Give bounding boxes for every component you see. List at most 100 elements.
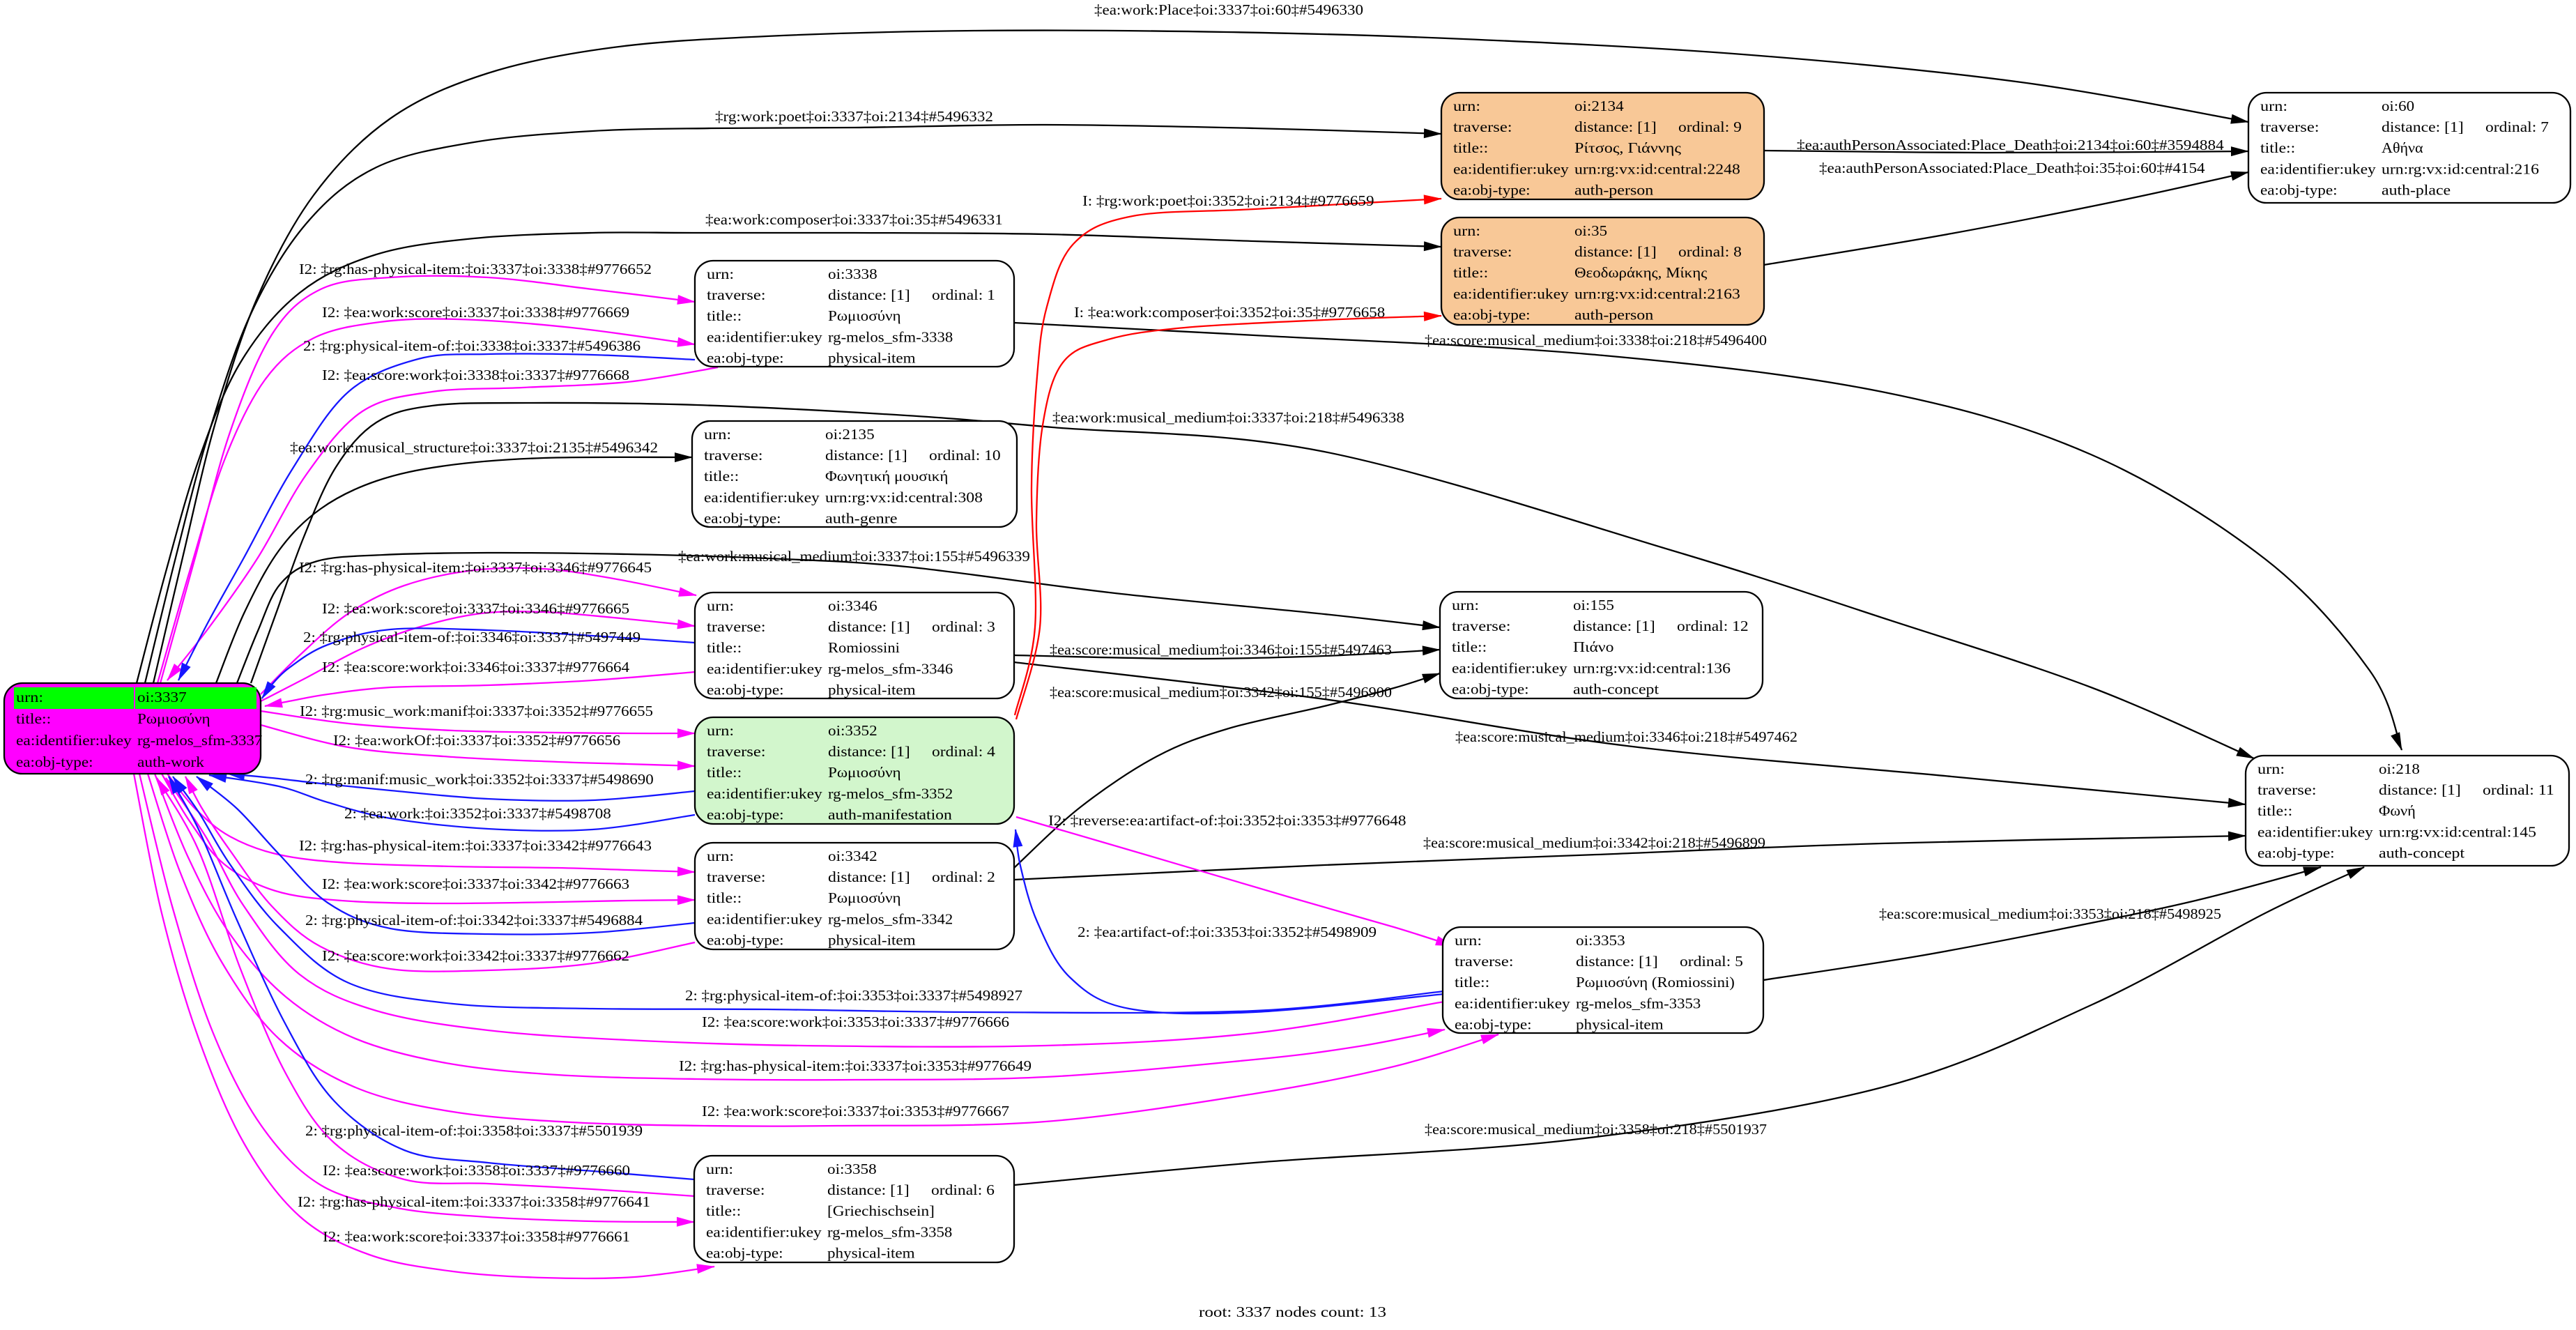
svg-text:title::: title:: <box>707 889 742 906</box>
svg-text:ordinal: 12: ordinal: 12 <box>1677 618 1749 634</box>
svg-text:urn:rg:vx:id:central:216: urn:rg:vx:id:central:216 <box>2382 160 2539 177</box>
svg-text:oi:3338: oi:3338 <box>828 266 877 282</box>
svg-text:distance: [1]: distance: [1] <box>1573 618 1655 634</box>
svg-text:urn:: urn: <box>706 1161 733 1177</box>
svg-text:distance: [1]: distance: [1] <box>825 447 907 464</box>
svg-text:title::: title:: <box>2257 802 2292 819</box>
svg-text:ea:obj-type:: ea:obj-type: <box>704 510 781 526</box>
svg-text:auth-concept: auth-concept <box>1573 680 1659 697</box>
svg-text:physical-item: physical-item <box>1576 1016 1664 1032</box>
svg-text:‡ea:work:musical_medium‡oi:333: ‡ea:work:musical_medium‡oi:3337‡oi:218‡#… <box>1052 409 1404 426</box>
svg-text:urn:rg:vx:id:central:308: urn:rg:vx:id:central:308 <box>825 489 983 505</box>
svg-text:distance: [1]: distance: [1] <box>828 743 910 760</box>
svg-text:traverse:: traverse: <box>707 869 766 885</box>
svg-text:I: ‡rg:work:poet‡oi:3352‡oi:21: I: ‡rg:work:poet‡oi:3352‡oi:2134‡#977665… <box>1082 192 1374 209</box>
svg-text:urn:: urn: <box>2260 98 2287 114</box>
svg-text:I2: ‡rg:has-physical-item:‡oi:: I2: ‡rg:has-physical-item:‡oi:3337‡oi:33… <box>299 559 652 576</box>
svg-text:ea:obj-type:: ea:obj-type: <box>2260 181 2338 198</box>
svg-text:Πιάνο: Πιάνο <box>1573 639 1614 655</box>
svg-text:Θεοδωράκης, Μίκης: Θεοδωράκης, Μίκης <box>1574 264 1708 281</box>
svg-text:ea:obj-type:: ea:obj-type: <box>706 1244 783 1261</box>
svg-text:2: ‡rg:physical-item-of:‡oi:33: 2: ‡rg:physical-item-of:‡oi:3358‡oi:3337… <box>305 1122 643 1139</box>
svg-text:rg-melos_sfm-3353: rg-melos_sfm-3353 <box>1576 995 1701 1011</box>
svg-text:ordinal: 11: ordinal: 11 <box>2483 781 2554 798</box>
svg-text:title::: title:: <box>2260 139 2295 156</box>
svg-text:ea:obj-type:: ea:obj-type: <box>707 681 784 698</box>
svg-text:ordinal: 3: ordinal: 3 <box>932 618 995 635</box>
svg-text:2: ‡rg:physical-item-of:‡oi:33: 2: ‡rg:physical-item-of:‡oi:3338‡oi:3337… <box>303 337 641 354</box>
svg-text:ea:identifier:ukey: ea:identifier:ukey <box>706 1223 822 1240</box>
svg-text:traverse:: traverse: <box>1455 953 1514 970</box>
svg-text:I2: ‡ea:work:score‡oi:3337‡oi:: I2: ‡ea:work:score‡oi:3337‡oi:3342‡#9776… <box>322 876 629 892</box>
svg-text:I2: ‡ea:work:score‡oi:3337‡oi:: I2: ‡ea:work:score‡oi:3337‡oi:3353‡#9776… <box>702 1103 1009 1119</box>
svg-text:traverse:: traverse: <box>1453 243 1512 260</box>
svg-text:title::: title:: <box>707 639 742 656</box>
svg-text:urn:rg:vx:id:central:2248: urn:rg:vx:id:central:2248 <box>1574 160 1740 177</box>
svg-text:ea:identifier:ukey: ea:identifier:ukey <box>707 328 822 345</box>
svg-text:physical-item: physical-item <box>828 349 916 366</box>
svg-text:traverse:: traverse: <box>706 1182 765 1198</box>
svg-text:ea:obj-type:: ea:obj-type: <box>707 349 784 366</box>
svg-text:ordinal: 2: ordinal: 2 <box>932 869 995 885</box>
svg-text:ea:obj-type:: ea:obj-type: <box>1453 181 1531 198</box>
svg-text:ordinal: 1: ordinal: 1 <box>932 286 995 303</box>
svg-text:distance: [1]: distance: [1] <box>1574 243 1657 260</box>
svg-text:distance: [1]: distance: [1] <box>2382 119 2464 135</box>
svg-text:title::: title:: <box>1452 639 1487 655</box>
svg-text:‡ea:work:musical_medium‡oi:333: ‡ea:work:musical_medium‡oi:3337‡oi:155‡#… <box>678 548 1030 565</box>
svg-text:urn:rg:vx:id:central:2163: urn:rg:vx:id:central:2163 <box>1574 285 1740 302</box>
svg-text:urn:: urn: <box>16 689 43 705</box>
svg-text:I2: ‡ea:work:score‡oi:3337‡oi:: I2: ‡ea:work:score‡oi:3337‡oi:3346‡#9776… <box>322 600 629 617</box>
svg-text:‡ea:work:Place‡oi:3337‡oi:60‡#: ‡ea:work:Place‡oi:3337‡oi:60‡#5496330 <box>1094 1 1363 18</box>
svg-text:‡ea:score:musical_medium‡oi:33: ‡ea:score:musical_medium‡oi:3346‡oi:155‡… <box>1050 641 1392 658</box>
svg-text:title::: title:: <box>1453 139 1488 156</box>
svg-text:ea:identifier:ukey: ea:identifier:ukey <box>1453 160 1569 177</box>
svg-text:ordinal: 9: ordinal: 9 <box>1678 119 1742 135</box>
svg-text:ea:identifier:ukey: ea:identifier:ukey <box>2257 823 2373 840</box>
svg-text:auth-work: auth-work <box>137 754 204 770</box>
svg-text:rg-melos_sfm-3338: rg-melos_sfm-3338 <box>828 328 953 345</box>
svg-text:ordinal: 8: ordinal: 8 <box>1678 243 1742 260</box>
svg-text:‡ea:score:musical_medium‡oi:33: ‡ea:score:musical_medium‡oi:3342‡oi:218‡… <box>1423 834 1765 851</box>
svg-text:oi:3342: oi:3342 <box>828 848 877 864</box>
svg-text:traverse:: traverse: <box>707 743 766 760</box>
svg-text:ea:identifier:ukey: ea:identifier:ukey <box>707 785 822 802</box>
svg-text:ea:identifier:ukey: ea:identifier:ukey <box>704 489 820 505</box>
svg-text:urn:: urn: <box>707 597 734 614</box>
svg-text:I2: ‡ea:work:score‡oi:3337‡oi:: I2: ‡ea:work:score‡oi:3337‡oi:3358‡#9776… <box>323 1228 630 1245</box>
svg-text:I2: ‡ea:score:work‡oi:3346‡oi:: I2: ‡ea:score:work‡oi:3346‡oi:3337‡#9776… <box>322 659 629 675</box>
svg-text:oi:3352: oi:3352 <box>828 722 877 739</box>
svg-text:oi:155: oi:155 <box>1573 597 1614 613</box>
svg-text:distance: [1]: distance: [1] <box>2379 781 2461 798</box>
svg-text:urn:: urn: <box>1453 98 1480 114</box>
svg-text:I: ‡ea:work:composer‡oi:3352‡o: I: ‡ea:work:composer‡oi:3352‡oi:35‡#9776… <box>1074 304 1385 321</box>
svg-text:Αθήνα: Αθήνα <box>2382 139 2423 156</box>
svg-text:oi:3337: oi:3337 <box>137 689 187 705</box>
svg-text:Ρωμιοσύνη: Ρωμιοσύνη <box>828 307 901 324</box>
svg-text:ea:identifier:ukey: ea:identifier:ukey <box>1455 995 1570 1011</box>
svg-text:Ρωμιοσύνη: Ρωμιοσύνη <box>137 710 210 727</box>
svg-text:urn:: urn: <box>1452 597 1479 613</box>
svg-text:traverse:: traverse: <box>1453 119 1512 135</box>
svg-text:I2: ‡ea:score:work‡oi:3358‡oi:: I2: ‡ea:score:work‡oi:3358‡oi:3337‡#9776… <box>323 1162 630 1179</box>
svg-text:physical-item: physical-item <box>828 681 916 698</box>
svg-text:distance: [1]: distance: [1] <box>828 869 910 885</box>
svg-text:traverse:: traverse: <box>704 447 763 464</box>
svg-text:auth-person: auth-person <box>1574 181 1654 198</box>
svg-text:‡ea:score:musical_medium‡oi:33: ‡ea:score:musical_medium‡oi:3353‡oi:218‡… <box>1879 905 2221 922</box>
svg-text:‡ea:score:musical_medium‡oi:33: ‡ea:score:musical_medium‡oi:3338‡oi:218‡… <box>1425 332 1767 349</box>
svg-text:[Griechischsein]: [Griechischsein] <box>827 1202 935 1219</box>
svg-text:I2: ‡ea:score:work‡oi:3342‡oi:: I2: ‡ea:score:work‡oi:3342‡oi:3337‡#9776… <box>322 947 629 964</box>
svg-text:oi:35: oi:35 <box>1574 222 1607 239</box>
svg-text:‡rg:work:poet‡oi:3337‡oi:2134‡: ‡rg:work:poet‡oi:3337‡oi:2134‡#5496332 <box>715 108 993 125</box>
svg-text:title::: title:: <box>704 468 739 484</box>
svg-text:‡ea:work:composer‡oi:3337‡oi:3: ‡ea:work:composer‡oi:3337‡oi:35‡#5496331 <box>705 211 1003 228</box>
svg-text:ea:obj-type:: ea:obj-type: <box>1455 1016 1532 1032</box>
svg-text:urn:: urn: <box>707 848 734 864</box>
svg-text:2: ‡rg:physical-item-of:‡oi:33: 2: ‡rg:physical-item-of:‡oi:3342‡oi:3337… <box>305 912 643 928</box>
svg-text:I2: ‡rg:has-physical-item:‡oi:: I2: ‡rg:has-physical-item:‡oi:3337‡oi:33… <box>299 837 652 854</box>
svg-text:distance: [1]: distance: [1] <box>1574 119 1657 135</box>
svg-text:I2: ‡rg:music_work:manif‡oi:33: I2: ‡rg:music_work:manif‡oi:3337‡oi:3352… <box>300 703 653 719</box>
svg-text:physical-item: physical-item <box>828 931 916 948</box>
svg-text:oi:3358: oi:3358 <box>827 1161 877 1177</box>
